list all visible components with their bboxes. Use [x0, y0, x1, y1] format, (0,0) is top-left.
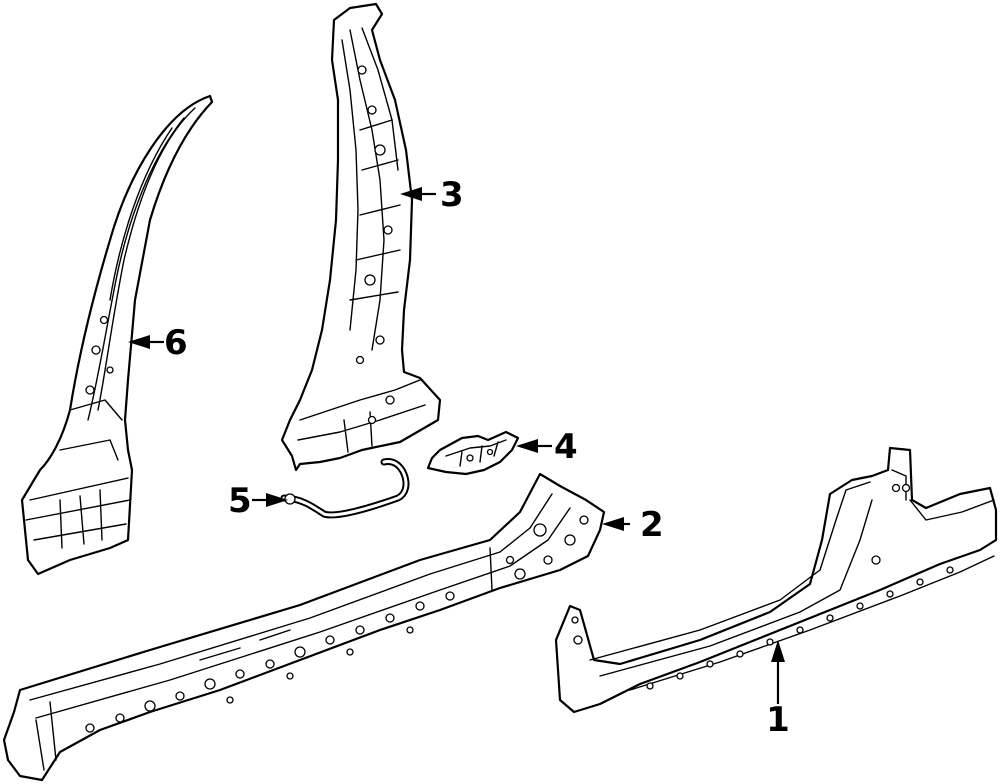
callout-number-3: 3	[440, 175, 464, 215]
callout-2: 2	[602, 505, 664, 545]
callout-5: 5	[228, 481, 288, 521]
callout-6: 6	[128, 323, 188, 363]
arrowhead-1	[771, 640, 785, 662]
callout-4: 4	[516, 427, 578, 467]
arrowhead-3	[400, 187, 422, 201]
arrowhead-5	[266, 493, 288, 507]
center-pillar-part	[280, 2, 442, 472]
front-pillar-part	[20, 94, 214, 576]
outer-rocker-panel-part	[554, 446, 998, 714]
callout-3: 3	[400, 175, 464, 215]
inner-rocker-panel-part	[2, 472, 606, 782]
callout-number-5: 5	[228, 481, 252, 521]
arrowhead-6	[128, 335, 150, 349]
arrowhead-4	[516, 439, 538, 453]
callout-number-1: 1	[766, 700, 790, 740]
callout-1: 1	[766, 640, 790, 740]
callout-number-4: 4	[554, 427, 578, 467]
cable-part	[280, 458, 410, 519]
callout-number-6: 6	[164, 323, 188, 363]
callout-number-2: 2	[640, 505, 664, 545]
bracket-part	[426, 430, 520, 476]
arrowhead-2	[602, 517, 624, 531]
